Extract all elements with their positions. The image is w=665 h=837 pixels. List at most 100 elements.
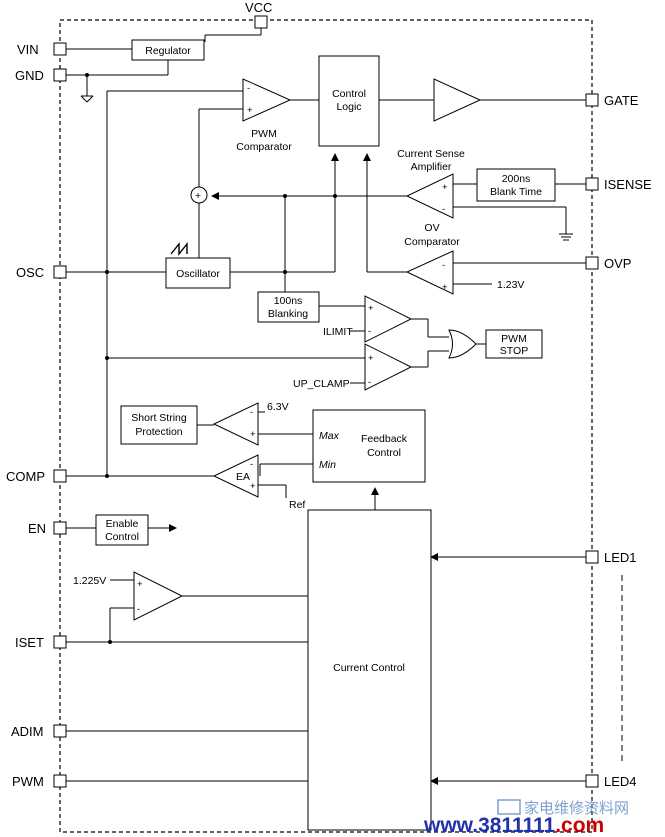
watermark-url: www.3811111.com	[423, 814, 604, 837]
pwm-comparator-label-1: PWM	[251, 128, 277, 140]
ov-comparator-label-1: OV	[424, 222, 439, 234]
ref-63-label: 6.3V	[267, 401, 289, 413]
svg-text:-: -	[247, 83, 250, 94]
svg-text:+: +	[442, 282, 448, 293]
oscillator-label: Oscillator	[176, 268, 220, 280]
pin-en-box	[53, 521, 67, 535]
svg-text:+: +	[250, 481, 256, 492]
pwm-comparator-label-2: Comparator	[236, 141, 292, 153]
ic-boundary	[59, 19, 593, 833]
svg-text:-: -	[442, 204, 445, 215]
pin-isense-box	[585, 177, 599, 191]
enable-control-label-1: Enable	[106, 518, 139, 530]
ov-comparator-symbol	[405, 250, 454, 295]
pin-vcc-box	[254, 15, 268, 29]
pin-vin-label: VIN	[17, 42, 39, 57]
feedback-control-block	[312, 409, 426, 483]
watermark: 家电维修资料网 www.3811111.com	[423, 799, 629, 837]
feedback-control-label-2: Control	[367, 447, 401, 459]
pin-vcc-label: VCC	[245, 0, 272, 15]
pin-en-label: EN	[28, 521, 46, 536]
summing-node-symbol	[190, 186, 208, 204]
pin-led4-label: LED4	[604, 774, 637, 789]
control-logic-label-1: Control	[332, 88, 366, 100]
current-sense-amp-symbol	[405, 173, 454, 219]
pin-gnd-label: GND	[15, 68, 44, 83]
regulator-label: Regulator	[145, 45, 191, 57]
control-logic-label-2: Logic	[336, 101, 361, 113]
control-logic-block	[318, 55, 380, 147]
ovp-ref-label: 1.23V	[497, 279, 524, 291]
short-string-comparator-symbol	[212, 402, 259, 446]
min-label: Min	[319, 459, 336, 471]
current-sense-label-1: Current Sense	[397, 148, 465, 160]
summing-node-sign: +	[195, 190, 201, 202]
error-amplifier-symbol	[212, 454, 259, 498]
feedback-control-label-1: Feedback	[361, 433, 408, 445]
pin-iset-box	[53, 635, 67, 649]
up-clamp-label: UP_CLAMP	[293, 378, 350, 390]
svg-text:+: +	[368, 303, 374, 314]
blank-time-label-1: 200ns	[502, 173, 531, 185]
pwm-comparator-symbol	[242, 78, 292, 122]
up-clamp-comparator-symbol	[364, 343, 413, 391]
pin-led4-box	[585, 774, 599, 788]
pin-gate-box	[585, 93, 599, 107]
short-string-block	[120, 405, 198, 445]
pin-gnd-box	[53, 68, 67, 82]
pin-comp-label: COMP	[6, 469, 45, 484]
enable-control-block	[95, 514, 149, 546]
max-label: Max	[319, 430, 340, 442]
short-string-label-2: Protection	[135, 426, 182, 438]
pin-comp-box	[53, 469, 67, 483]
pin-osc-box	[53, 265, 67, 279]
watermark-site-name: 家电维修资料网	[524, 799, 629, 817]
iset-ref-label: 1.225V	[73, 575, 106, 587]
svg-text:-: -	[368, 326, 371, 337]
svg-text:-: -	[368, 377, 371, 388]
pwm-stop-label-2: STOP	[500, 345, 528, 357]
pin-pwm-label: PWM	[12, 774, 44, 789]
or-gate-symbol	[448, 329, 477, 359]
pin-gate-label: GATE	[604, 93, 639, 108]
current-control-label: Current Control	[333, 662, 405, 674]
ilimit-comparator-symbol	[364, 295, 413, 343]
blanking-label-2: Blanking	[268, 308, 308, 320]
ov-comparator-label-2: Comparator	[404, 236, 460, 248]
ea-label: EA	[236, 471, 250, 483]
svg-text:+: +	[250, 429, 256, 440]
svg-text:-: -	[250, 407, 253, 418]
pin-ovp-box	[585, 256, 599, 270]
svg-text:+: +	[137, 579, 143, 590]
svg-text:+: +	[368, 353, 374, 364]
pin-pwm-box	[53, 774, 67, 788]
sawtooth-icon	[170, 242, 188, 256]
svg-text:-: -	[250, 459, 253, 470]
pin-adim-label: ADIM	[11, 724, 44, 739]
pin-vin-box	[53, 42, 67, 56]
short-string-label-1: Short String	[131, 412, 187, 424]
current-control-block	[307, 509, 432, 831]
svg-text:-: -	[442, 260, 445, 271]
oscillator-block	[165, 257, 231, 289]
svg-text:-: -	[137, 604, 140, 615]
enable-control-label-2: Control	[105, 531, 139, 543]
blank-time-label-2: Blank Time	[490, 186, 542, 198]
svg-text:+: +	[247, 105, 253, 116]
pin-adim-box	[53, 724, 67, 738]
pwm-stop-label-1: PWM	[501, 333, 527, 345]
watermark-logo-icon	[497, 799, 521, 815]
gate-driver-symbol	[433, 78, 482, 122]
pin-iset-label: ISET	[15, 635, 44, 650]
pwm-stop-block	[485, 329, 543, 359]
pin-osc-label: OSC	[16, 265, 44, 280]
ref-label: Ref	[289, 499, 305, 511]
svg-text:+: +	[442, 182, 448, 193]
current-sense-label-2: Amplifier	[411, 161, 452, 173]
pin-isense-label: ISENSE	[604, 177, 652, 192]
iset-amplifier-symbol	[133, 571, 184, 621]
ilimit-label: ILIMIT	[323, 326, 353, 338]
pin-ovp-label: OVP	[604, 256, 631, 271]
pin-led1-label: LED1	[604, 550, 637, 565]
